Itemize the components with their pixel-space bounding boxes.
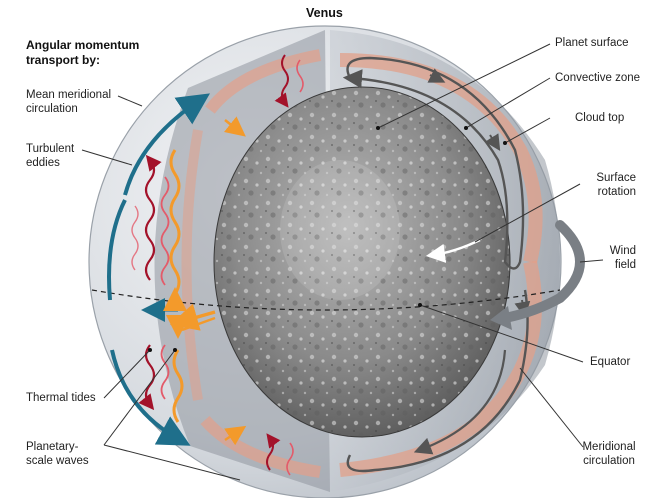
planetary-waves-label: Planetary- scale waves <box>26 440 89 468</box>
meridional-circulation-label: Meridional circulation <box>573 440 645 468</box>
left-heading: Angular momentum transport by: <box>26 38 139 68</box>
planet-surface-label: Planet surface <box>555 36 629 50</box>
equator-marker <box>418 303 422 307</box>
planetary-wave-marker <box>173 348 177 352</box>
cloud-top-label: Cloud top <box>575 111 624 125</box>
thermal-tide-marker <box>148 348 152 352</box>
diagram-title: Venus <box>306 6 343 21</box>
turbulent-eddies-label: Turbulent eddies <box>26 142 74 170</box>
surface-rotation-label: Surface rotation <box>586 171 636 199</box>
mean-meridional-label: Mean meridional circulation <box>26 88 111 116</box>
planet-surface <box>214 87 510 437</box>
wind-field-label: Wind field <box>600 244 636 272</box>
equator-label: Equator <box>590 355 630 369</box>
thermal-tides-label: Thermal tides <box>26 391 96 405</box>
convective-zone-label: Convective zone <box>555 71 640 85</box>
cloud-top-marker <box>503 141 507 145</box>
convective-zone-marker <box>464 126 468 130</box>
planet-surface-marker <box>376 126 380 130</box>
